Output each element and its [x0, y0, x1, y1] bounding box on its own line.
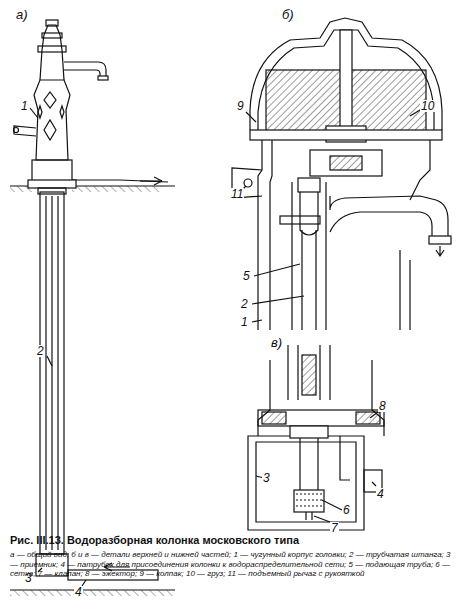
callout-number: 3: [262, 472, 271, 484]
callout-number: 9: [236, 100, 245, 112]
callout-number: 8: [378, 400, 387, 412]
panel-letter: а): [16, 8, 28, 21]
callout-number: 6: [342, 504, 351, 516]
figure-caption: Рис. III.13. Водоразборная колонка моско…: [10, 535, 299, 546]
callout-number: 4: [74, 586, 83, 598]
callout-number: 11: [230, 188, 244, 200]
panel-letter: в): [271, 336, 282, 349]
callout-number: 2: [36, 345, 45, 357]
callout-number: 1: [20, 100, 29, 112]
callout-number: 10: [420, 100, 435, 112]
callout-number: 2: [240, 298, 249, 310]
callout-number: 4: [376, 488, 385, 500]
caption-legend: а — общий вид; б и в — детали верхней и …: [10, 550, 456, 579]
callout-number: 5: [242, 270, 251, 282]
callout-number: 1: [240, 316, 249, 328]
callout-number: 7: [330, 522, 339, 534]
panel-letter: б): [282, 8, 294, 21]
